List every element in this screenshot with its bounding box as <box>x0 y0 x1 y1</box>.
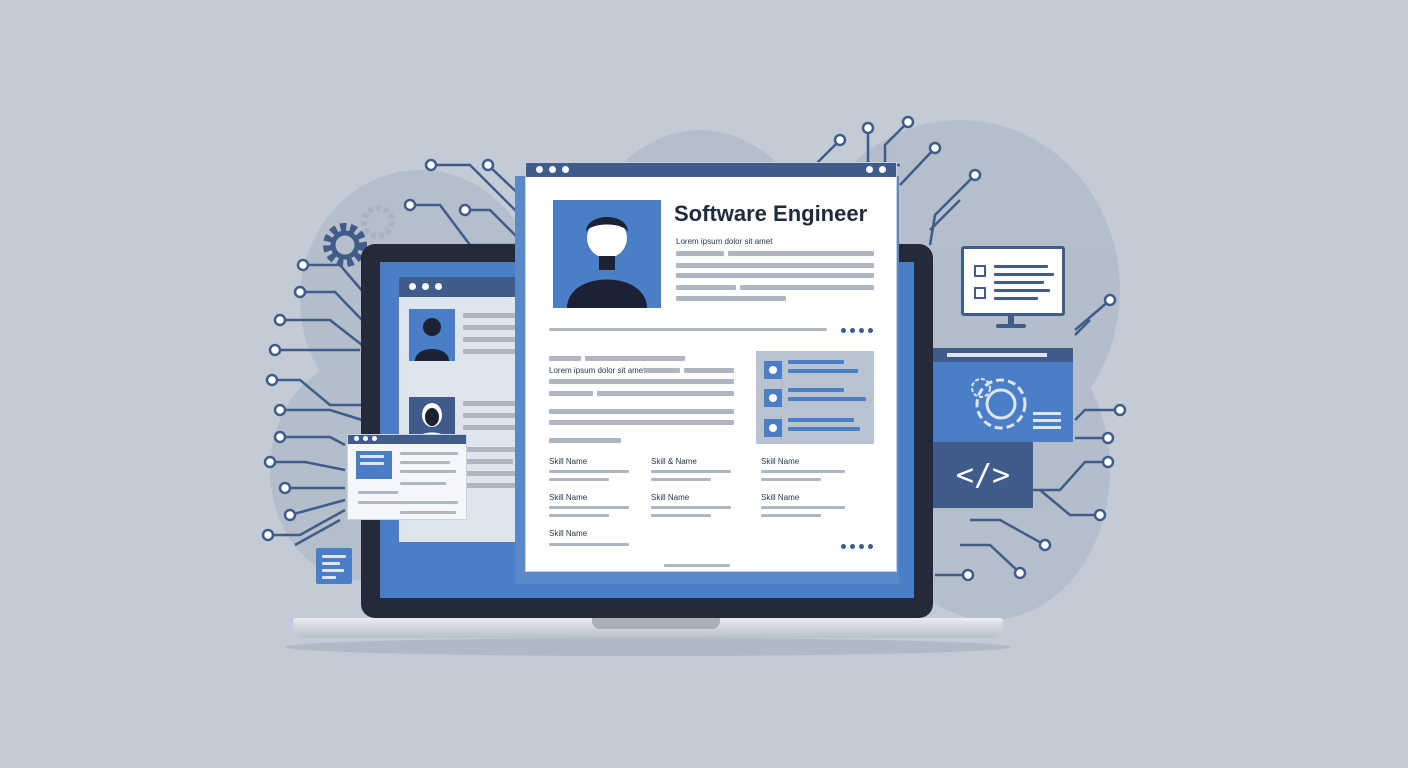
profile-photo <box>553 200 661 308</box>
skill-label: Skill & Name <box>651 457 697 466</box>
code-icon: </> <box>933 442 1033 508</box>
monitor-base <box>996 324 1026 328</box>
monitor-stand <box>1008 316 1014 326</box>
window-titlebar <box>526 163 896 177</box>
window-titlebar <box>348 435 466 444</box>
window-titlebar <box>933 348 1073 362</box>
section-heading: Lorem ipsum dolor sit amet <box>549 366 646 375</box>
skill-label: Skill Name <box>549 529 588 538</box>
info-panel <box>756 351 874 444</box>
resume-subtitle: Lorem ipsum dolor sit amet <box>676 237 773 246</box>
laptop-shadow <box>285 638 1011 656</box>
resume-card: Software Engineer Lorem ipsum dolor sit … <box>525 162 897 572</box>
avatar <box>409 309 455 361</box>
person-icon <box>415 318 449 361</box>
small-document-window <box>347 434 467 520</box>
skill-label: Skill Name <box>651 493 690 502</box>
skill-label: Skill Name <box>549 493 588 502</box>
gear-panel <box>933 348 1073 442</box>
more-icon <box>841 328 873 333</box>
document-icon <box>316 548 352 584</box>
gear-icon <box>971 378 1061 430</box>
skill-label: Skill Name <box>761 493 800 502</box>
skill-label: Skill Name <box>549 457 588 466</box>
laptop-notch <box>592 618 720 629</box>
resume-title: Software Engineer <box>674 201 868 226</box>
more-icon <box>841 544 873 549</box>
window-titlebar <box>399 277 539 297</box>
gear-icon <box>323 205 395 267</box>
skill-label: Skill Name <box>761 457 800 466</box>
monitor-icon <box>961 246 1065 316</box>
person-icon <box>567 217 647 308</box>
